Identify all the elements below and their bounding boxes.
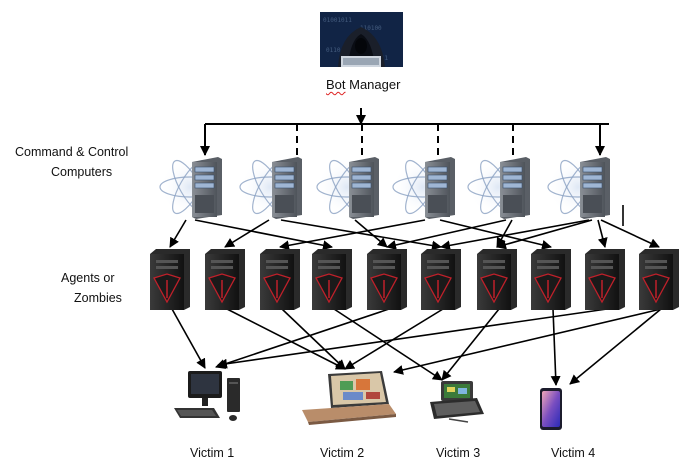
- svg-text:01001011: 01001011: [323, 17, 352, 24]
- agent-to-victim-arrow: [171, 308, 206, 369]
- agent-to-victim-arrow: [217, 308, 608, 369]
- victim-label: Victim 4: [551, 446, 596, 460]
- zombie-computer-icon: [312, 249, 352, 310]
- cc-layer-label-line1: Command & Control: [15, 145, 129, 159]
- agent-to-victim-arrow: [569, 308, 662, 385]
- cc-to-agent-arrow: [169, 219, 187, 248]
- cc-layer-label-line2: Computers: [51, 165, 113, 179]
- zombie-computer-icon: [421, 249, 461, 310]
- cc-to-agent-arrow: [600, 219, 660, 248]
- agent-to-victim-arrow: [550, 308, 561, 386]
- victim-label: Victim 3: [436, 446, 481, 460]
- bot-manager-label: Bot Manager: [326, 77, 401, 92]
- cc-to-agent-arrow: [354, 219, 388, 248]
- svg-text:0110: 0110: [326, 47, 341, 54]
- cc-to-agent-arrow: [386, 219, 507, 250]
- cc-server-icon: [547, 157, 610, 219]
- cc-server-icon: [239, 157, 302, 219]
- svg-text:110100: 110100: [360, 25, 382, 32]
- agent-computers: [150, 249, 679, 310]
- zombie-computer-icon: [367, 249, 407, 310]
- zombie-computer-icon: [639, 249, 679, 310]
- zombie-computer-icon: [205, 249, 245, 310]
- agents-layer-label-line2: Zombies: [74, 291, 122, 305]
- zombie-computer-icon: [150, 249, 190, 310]
- agents-layer-label-line1: Agents or: [61, 271, 115, 285]
- victim-label: Victim 1: [190, 446, 235, 460]
- zombie-computer-icon: [585, 249, 625, 310]
- cc-to-agent-arrow: [496, 219, 593, 250]
- cc-to-agent-arrow: [439, 219, 552, 250]
- zombie-computer-icon: [531, 249, 571, 310]
- agent-to-victim-arrow: [281, 308, 346, 370]
- cc-to-agent-arrow: [597, 219, 608, 248]
- handheld-computer-icon: [430, 381, 484, 423]
- cc-to-agent-arrow: [279, 219, 426, 251]
- cc-server-icon: [316, 157, 379, 219]
- cc-computers: [159, 157, 610, 219]
- cc-server-icon: [467, 157, 530, 219]
- cc-to-agent-arrow: [224, 219, 270, 248]
- cc-to-agent-arrow: [280, 219, 442, 251]
- agent-to-victim-arrow: [393, 308, 662, 375]
- desktop-computer-icon: [174, 371, 240, 421]
- smartphone-icon: [540, 388, 562, 430]
- agent-to-victim-arrow: [441, 308, 500, 381]
- zombie-computer-icon: [477, 249, 517, 310]
- cc-server-icon: [159, 157, 222, 219]
- connection-lines: [169, 108, 662, 386]
- cc-to-agent-arrow: [194, 219, 333, 251]
- victim-label: Victim 2: [320, 446, 365, 460]
- cc-server-icon: [392, 157, 455, 219]
- agent-to-victim-arrow: [226, 308, 346, 370]
- cc-to-agent-arrow: [440, 219, 590, 251]
- laptop-icon: [302, 371, 396, 425]
- agent-to-victim-arrow: [215, 308, 390, 369]
- zombie-computer-icon: [260, 249, 300, 310]
